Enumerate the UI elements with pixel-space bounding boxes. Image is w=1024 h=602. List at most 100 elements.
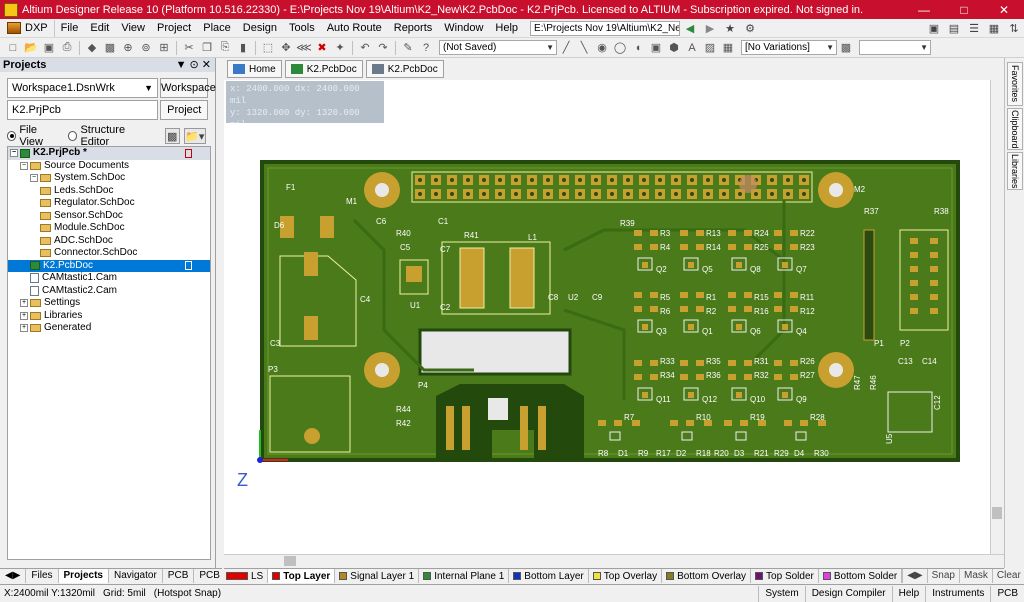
zoom-in-icon[interactable]: ⊕ [123,42,133,54]
tree-node[interactable]: +Generated [8,322,210,335]
tree-node[interactable]: Sensor.SchDoc [8,210,210,223]
tab-pcb-inspector[interactable]: PCB I [194,569,226,595]
tree-node[interactable]: −Source Documents [8,160,210,173]
3d-view-icon[interactable]: ◆ [87,42,97,54]
tree-node[interactable]: Connector.SchDoc [8,247,210,260]
panel-controls[interactable]: ▼ ⊙ ✕ [175,59,211,71]
zoom-fit-icon[interactable]: ⊚ [141,42,151,54]
path-combo[interactable]: E:\Projects Nov 19\Altium\K2_New [530,20,681,36]
sheet-icon[interactable]: ▣ [928,22,940,35]
workspace-combo[interactable]: Workspace1.DsnWrk ▼ [7,78,158,98]
cut-icon[interactable]: ✂ [184,42,194,54]
menu-design[interactable]: Design [242,22,278,34]
close-button[interactable]: ✕ [998,2,1010,17]
interactive-route-icon[interactable]: ╲ [580,42,588,54]
menu-tools[interactable]: Tools [289,22,315,34]
menu-window[interactable]: Window [444,22,484,34]
tab-bottom-layer[interactable]: Bottom Layer [509,569,589,583]
scroll-thumb[interactable] [992,507,1002,519]
design-compiler-button[interactable]: Design Compiler [804,585,892,602]
tree-node[interactable]: Module.SchDoc [8,222,210,235]
tab-top-layer[interactable]: Top Layer [268,569,336,583]
back-icon[interactable]: ◀ [685,22,695,35]
help-icon[interactable]: ? [422,41,430,54]
crossprobe-icon[interactable]: ✦ [335,42,345,54]
open-icon[interactable]: 📂 [24,42,38,54]
via-icon[interactable]: ◉ [597,42,607,54]
tab-clipboard[interactable]: Clipboard [1007,108,1023,150]
project-options-icon[interactable]: ▩ [164,128,180,144]
tab-bottom-solder[interactable]: Bottom Solder [819,569,903,583]
fill-icon[interactable]: ▣ [650,42,662,54]
print-icon[interactable]: ⎙ [62,41,72,53]
save-icon[interactable]: ▣ [43,42,55,54]
instruments-button[interactable]: Instruments [925,585,990,602]
tab-files[interactable]: Files [26,569,59,583]
dxp-menu-button[interactable]: DXP [3,19,55,37]
minimize-button[interactable]: — [918,2,930,17]
tree-node[interactable]: CAMtastic2.Cam [8,285,210,298]
star-icon[interactable]: ★ [725,22,735,35]
menu-project[interactable]: Project [156,22,192,34]
pcb-status-button[interactable]: PCB [990,585,1024,602]
tab-favorites[interactable]: Favorites [1007,62,1023,106]
tab-signal-layer-1[interactable]: Signal Layer 1 [335,569,420,583]
tree-node[interactable]: +Settings [8,297,210,310]
tree-node[interactable]: Leds.SchDoc [8,185,210,198]
tree-node[interactable]: −System.SchDoc [8,172,210,185]
tab-home[interactable]: Home [227,60,282,78]
structure-editor-radio[interactable]: Structure Editor [68,124,151,148]
project-field[interactable]: K2.PrjPcb [7,100,159,120]
menu-help[interactable]: Help [495,22,519,34]
component-icon[interactable]: ▨ [704,42,716,54]
tab-pcbdoc-1[interactable]: K2.PcbDoc [284,60,363,78]
measure-icon[interactable]: ⇅ [1009,22,1019,35]
vertical-scrollbar[interactable] [990,80,1003,554]
tree-node[interactable]: +Libraries [8,310,210,323]
system-button[interactable]: System [758,585,804,602]
project-button[interactable]: Project [160,100,208,120]
grid-icon[interactable]: ▦ [988,22,1000,35]
collapse-icon[interactable]: − [30,174,38,183]
maximize-button[interactable]: □ [960,2,968,17]
deselect-icon[interactable]: ✖ [317,42,327,54]
save-state-combo[interactable]: (Not Saved) ▼ [439,40,557,55]
pencil-icon[interactable]: ✎ [403,42,413,54]
variant-icon[interactable]: ▩ [840,42,852,54]
collapse-icon[interactable]: − [20,161,28,170]
tree-node[interactable]: −K2.PrjPcb * [8,147,210,160]
tab-top-solder[interactable]: Top Solder [751,569,819,583]
tab-libraries[interactable]: Libraries [1007,152,1023,190]
horizontal-scrollbar[interactable] [224,554,1004,567]
array-icon[interactable]: ▦ [722,42,734,54]
tab-pcbdoc-2[interactable]: K2.PcbDoc [365,60,444,78]
menu-auto-route[interactable]: Auto Route [326,22,382,34]
align-icon[interactable]: ☰ [969,22,979,35]
panel-scroll-arrows[interactable]: ◀▶ [0,569,27,583]
new-icon[interactable]: □ [9,41,17,54]
expand-icon[interactable]: + [20,324,28,333]
forward-icon[interactable]: ▶ [705,22,715,35]
arc-icon[interactable]: ◖ [634,41,642,54]
copy-icon[interactable]: ❐ [202,42,212,54]
tab-bottom-overlay[interactable]: Bottom Overlay [662,569,752,583]
layer-set-tab[interactable]: LS [224,569,269,583]
menu-edit[interactable]: Edit [90,22,110,34]
menu-view[interactable]: View [121,22,145,34]
zoom-area-icon[interactable]: ⊞ [159,42,169,54]
empty-combo[interactable]: ▼ [859,40,931,55]
collapse-icon[interactable]: − [10,149,18,158]
menu-place[interactable]: Place [203,22,231,34]
layout-icon[interactable]: ▤ [948,22,960,35]
tab-top-overlay[interactable]: Top Overlay [589,569,663,583]
menu-file[interactable]: File [60,22,79,34]
tree-node[interactable]: CAMtastic1.Cam [8,272,210,285]
settings-icon[interactable]: ⚙ [745,22,755,35]
text-icon[interactable]: A [688,41,696,54]
snap-button[interactable]: Snap [926,569,959,583]
expand-icon[interactable]: + [20,311,28,320]
tree-node[interactable]: Regulator.SchDoc [8,197,210,210]
select-cross-icon[interactable]: ⋘ [296,42,312,54]
